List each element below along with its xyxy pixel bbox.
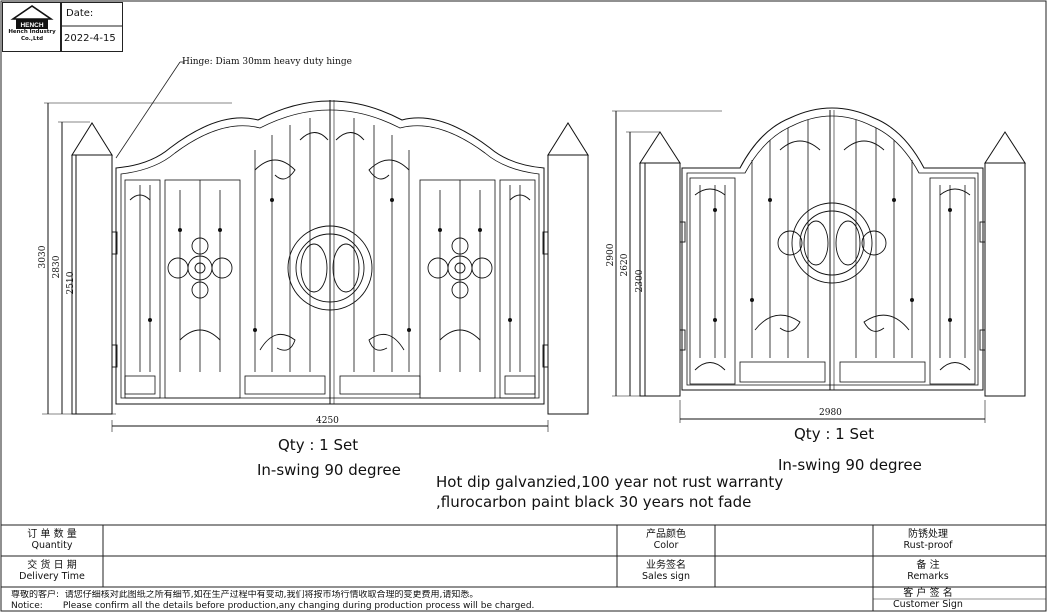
left-dim-width: 4250: [316, 416, 339, 426]
date-label: Date:: [66, 8, 94, 19]
hinge-note: Hinge: Diam 30mm heavy duty hinge: [182, 57, 352, 67]
logo-lettering: HENCH: [20, 22, 43, 29]
logo-box: HENCH: [2, 2, 62, 52]
finish-note-line1: Hot dip galvanzied,100 year not rust war…: [436, 473, 784, 491]
finish-note-line2: ,flurocarbon paint black 30 years not fa…: [436, 493, 752, 511]
notice-en-text: Please confirm all the details before pr…: [62, 601, 535, 611]
date-value: 2022-4-15: [64, 33, 116, 44]
date-box: [60, 2, 123, 52]
notice-cn-text: 请您仔细核对此图纸之所有细节,如在生产过程中有变动,我们将按市场行情收取合理的变…: [64, 590, 479, 600]
notice-en: Notice: Please confirm all the details b…: [11, 601, 871, 612]
right-qty: Qty : 1 Set: [794, 425, 875, 443]
notice-en-label: Notice:: [11, 601, 43, 611]
company-logo-icon: HENCH: [10, 5, 54, 29]
notice-cn: 尊敬的客户: 请您仔细核对此图纸之所有细节,如在生产过程中有变动,我们将按市场行…: [11, 590, 871, 601]
company-name: Hench Industry Co.,Ltd: [8, 29, 56, 42]
right-dim-width: 2980: [819, 408, 842, 418]
right-swing: In-swing 90 degree: [778, 456, 922, 474]
left-swing: In-swing 90 degree: [257, 461, 401, 479]
notice-cn-label: 尊敬的客户:: [11, 590, 60, 600]
left-qty: Qty : 1 Set: [278, 436, 359, 454]
date-divider: [60, 25, 122, 27]
